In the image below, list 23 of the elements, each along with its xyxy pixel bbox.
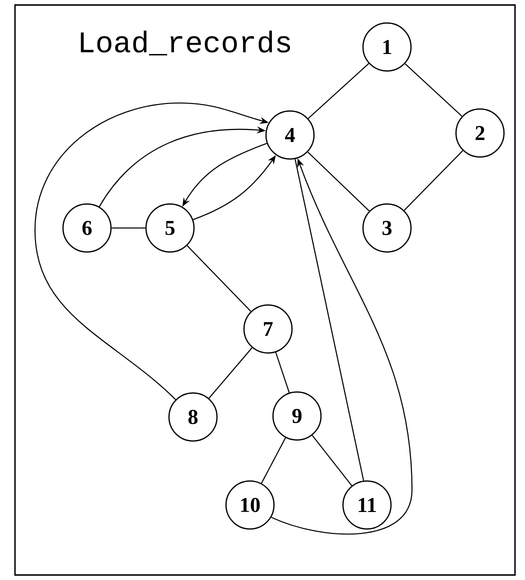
circle-node: 2 [455,108,505,158]
circle-node: 1 [362,22,412,72]
circle-node: 8 [168,392,218,442]
circle-node: 9 [272,391,322,441]
circle-node: 4 [265,110,315,160]
edge-line [308,63,370,119]
edge-line [112,227,146,229]
circle-node: 6 [62,203,112,253]
circle-node: 7 [243,304,293,354]
title: Load_records [80,30,290,56]
edge-line [261,438,286,484]
edge-line [208,347,252,399]
edge-line [186,245,252,312]
circle-node: 10 [225,480,275,530]
circle-node: 3 [362,203,412,253]
circle-node: 5 [145,203,195,253]
circle-node: 11 [342,480,392,530]
edge-line [312,435,352,486]
edge-line [404,63,462,117]
edge-line [294,158,364,481]
edge-line [275,352,290,393]
edge-line [307,152,370,212]
edge-line [404,150,464,211]
